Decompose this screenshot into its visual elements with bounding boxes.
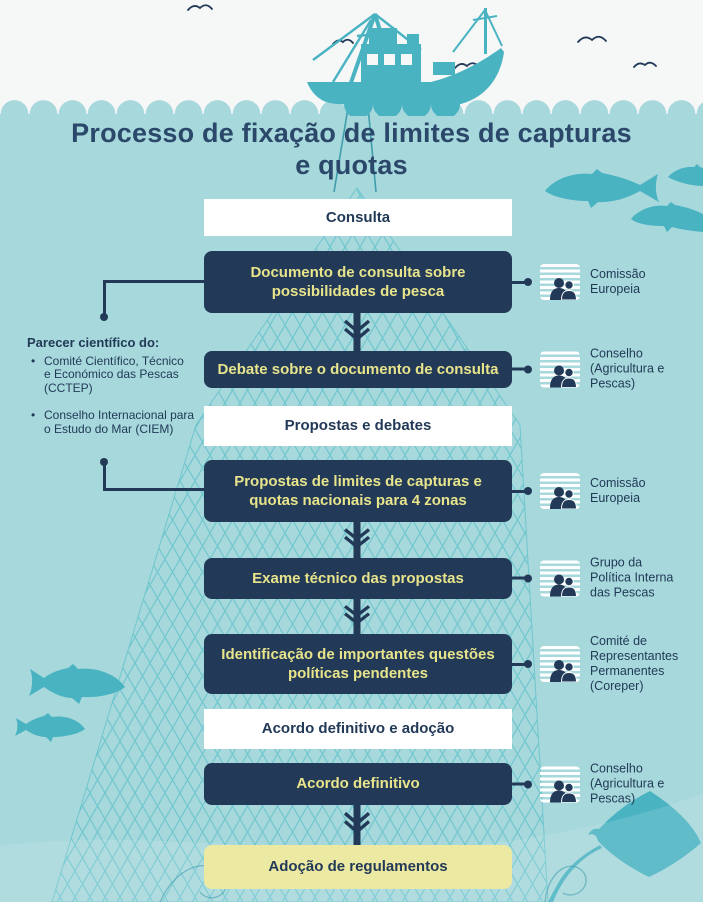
delegation-people-icon bbox=[540, 264, 580, 300]
actor-comissao-europeia-1: Comissão Europeia bbox=[510, 264, 703, 300]
step-documento-consulta: Documento de consulta sobre possibilidad… bbox=[204, 251, 512, 313]
delegation-people-icon bbox=[540, 473, 580, 509]
connector-line bbox=[103, 488, 204, 491]
bullet: • bbox=[31, 408, 36, 422]
connector-dot bbox=[524, 487, 532, 495]
flow-arrow-down bbox=[343, 312, 371, 352]
connector-dot bbox=[524, 780, 532, 788]
connector-line bbox=[103, 280, 106, 314]
connector-line bbox=[510, 367, 525, 371]
connector-line bbox=[510, 489, 525, 493]
section-header-propostas: Propostas e debates bbox=[204, 406, 512, 446]
bullet: • bbox=[31, 353, 36, 368]
step-acordo-definitivo: Acordo definitivo bbox=[204, 763, 512, 805]
step-debate-documento: Debate sobre o documento de consulta bbox=[204, 351, 512, 388]
connector-dot bbox=[100, 313, 108, 321]
delegation-people-icon bbox=[540, 766, 580, 802]
ray bbox=[548, 791, 701, 902]
connector-dot bbox=[524, 574, 532, 582]
science-note-heading: Parecer científico do: bbox=[27, 335, 160, 350]
connector-line bbox=[103, 465, 106, 490]
actor-label: Conselho (Agricultura e Pescas) bbox=[590, 761, 665, 806]
connector-dot bbox=[524, 660, 532, 668]
actor-label: Grupo da Política Interna das Pescas bbox=[590, 555, 674, 600]
list-item: • Comité Científico, Técnico e Económico… bbox=[27, 353, 199, 396]
connector-dot bbox=[524, 365, 532, 373]
fish-pair bbox=[15, 664, 125, 742]
delegation-people-icon bbox=[540, 560, 580, 596]
header-sky bbox=[0, 0, 703, 97]
actor-conselho-1: Conselho (Agricultura e Pescas) bbox=[510, 347, 703, 392]
connector-line bbox=[103, 280, 204, 283]
actor-label: Comissão Europeia bbox=[590, 476, 646, 505]
step-identificacao-questoes: Identificação de importantes questões po… bbox=[204, 634, 512, 694]
step-adocao-regulamentos: Adoção de regulamentos bbox=[204, 845, 512, 889]
flow-arrow-down bbox=[343, 804, 371, 845]
connector-dot bbox=[100, 458, 108, 466]
connector-line bbox=[510, 280, 525, 284]
science-note-item: Comité Científico, Técnico e Económico d… bbox=[44, 353, 184, 395]
flow-arrow-down bbox=[343, 521, 371, 559]
actor-label: Comité de Representantes Permanentes (Co… bbox=[590, 634, 679, 693]
delegation-people-icon bbox=[540, 351, 580, 387]
actor-label: Conselho (Agricultura e Pescas) bbox=[590, 346, 665, 391]
step-exame-tecnico: Exame técnico das propostas bbox=[204, 558, 512, 599]
science-note: Parecer científico do: • Comité Científi… bbox=[27, 336, 199, 450]
list-item: • Conselho Internacional para o Estudo d… bbox=[27, 408, 199, 436]
actor-coreper: Comité de Representantes Permanentes (Co… bbox=[510, 634, 703, 694]
actor-comissao-europeia-2: Comissão Europeia bbox=[510, 473, 703, 509]
flow-arrow-down bbox=[343, 598, 371, 635]
actor-label: Comissão Europeia bbox=[590, 267, 646, 296]
delegation-people-icon bbox=[540, 646, 580, 682]
line-curl-right bbox=[544, 865, 587, 902]
actor-conselho-2: Conselho (Agricultura e Pescas) bbox=[510, 762, 703, 807]
connector-line bbox=[510, 782, 525, 786]
science-note-item: Conselho Internacional para o Estudo do … bbox=[44, 408, 195, 436]
connector-dot bbox=[524, 278, 532, 286]
section-header-consulta: Consulta bbox=[204, 199, 512, 236]
connector-line bbox=[510, 662, 525, 666]
connector-line bbox=[510, 576, 525, 580]
step-propostas-limites: Propostas de limites de capturas e quota… bbox=[204, 460, 512, 522]
page-title: Processo de fixação de limites de captur… bbox=[71, 118, 632, 180]
section-header-acordo: Acordo definitivo e adoção bbox=[204, 709, 512, 749]
actor-grupo-politica: Grupo da Política Interna das Pescas bbox=[510, 556, 703, 601]
wave-border bbox=[0, 96, 703, 114]
